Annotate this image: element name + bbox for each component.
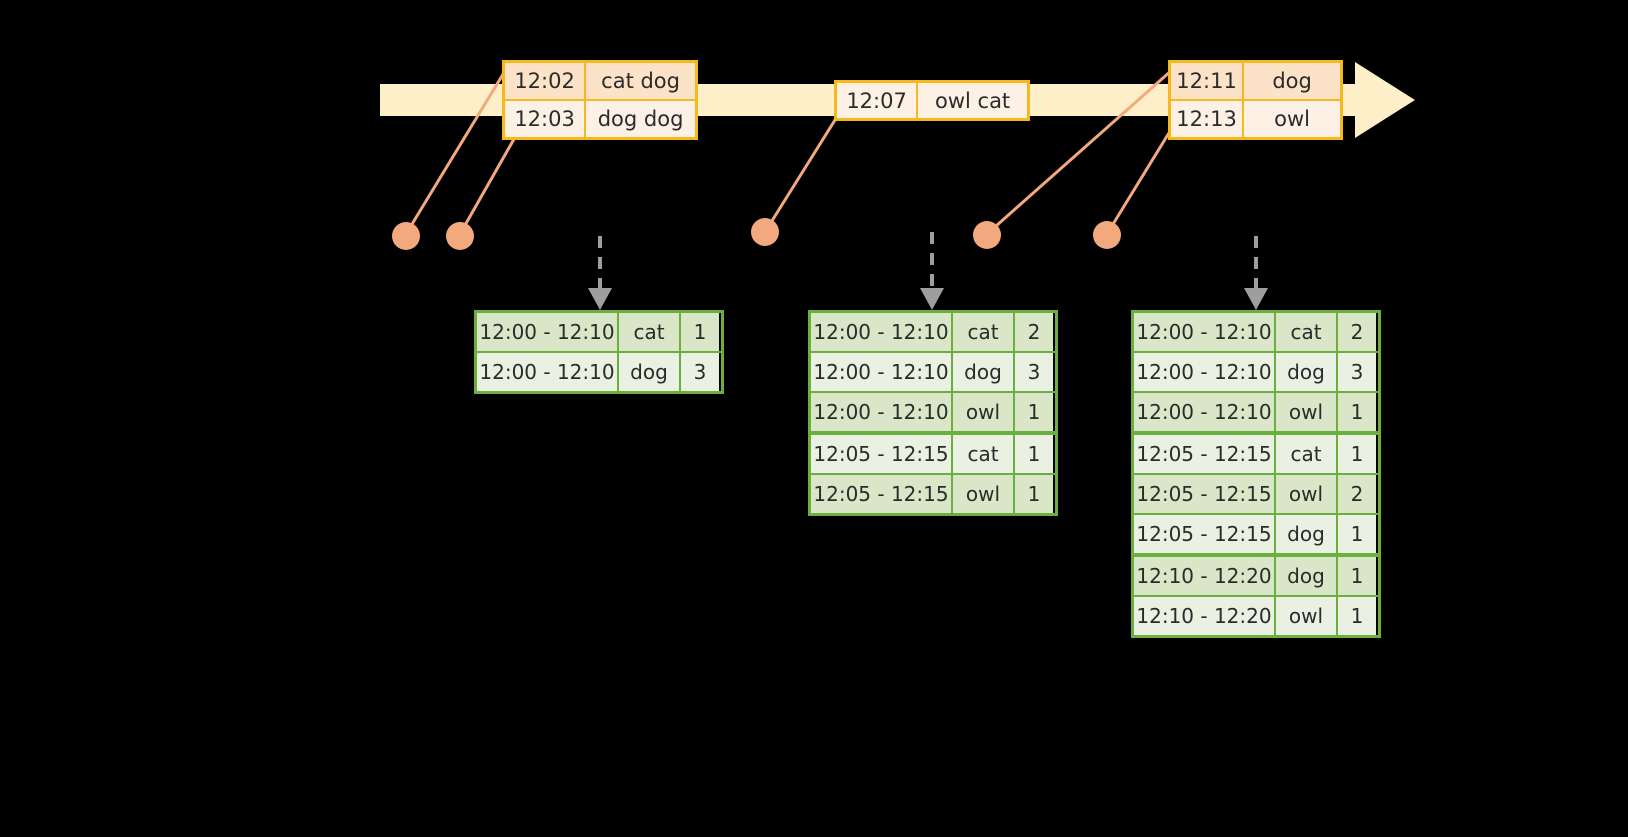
event-row[interactable]: 12:13 owl [1171,99,1340,137]
event-box-group-2[interactable]: 12:07 owl cat [834,80,1030,121]
window-cell: 12:00 - 12:10 [477,353,619,391]
count-cell: 1 [1338,515,1376,553]
table-row[interactable]: 12:10 - 12:20 dog 1 [1134,553,1378,595]
key-cell: cat [953,435,1015,473]
event-time: 12:02 [505,63,587,99]
window-cell: 12:10 - 12:20 [1134,557,1276,595]
table-row[interactable]: 12:00 - 12:10 owl 1 [811,391,1055,431]
count-cell: 1 [681,313,719,351]
window-cell: 12:05 - 12:15 [1134,515,1276,553]
event-row[interactable]: 12:03 dog dog [505,99,695,137]
key-cell: owl [1276,393,1338,431]
table-row[interactable]: 12:05 - 12:15 cat 1 [1134,431,1378,473]
key-cell: owl [953,393,1015,431]
event-row[interactable]: 12:11 dog [1171,63,1340,99]
event-row[interactable]: 12:02 cat dog [505,63,695,99]
window-cell: 12:05 - 12:15 [1134,475,1276,513]
table-row[interactable]: 12:00 - 12:10 dog 3 [1134,351,1378,391]
key-cell: cat [1276,435,1338,473]
event-time: 12:07 [837,83,919,118]
key-cell: dog [1276,353,1338,391]
event-time: 12:11 [1171,63,1245,99]
count-cell: 1 [1015,435,1053,473]
count-cell: 3 [681,353,719,391]
event-time: 12:13 [1171,101,1245,137]
event-words: cat dog [586,63,695,99]
key-cell: cat [1276,313,1338,351]
event-row[interactable]: 12:07 owl cat [837,83,1027,118]
table-row[interactable]: 12:05 - 12:15 owl 1 [811,473,1055,513]
event-words: dog dog [586,101,695,137]
key-cell: owl [953,475,1015,513]
window-cell: 12:00 - 12:10 [811,393,953,431]
key-cell: owl [1276,597,1338,635]
table-row[interactable]: 12:05 - 12:15 dog 1 [1134,513,1378,553]
table-row[interactable]: 12:00 - 12:10 cat 1 [477,313,721,351]
result-table-3[interactable]: 12:00 - 12:10 cat 2 12:00 - 12:10 dog 3 … [1131,310,1381,638]
count-cell: 3 [1015,353,1053,391]
table-row[interactable]: 12:10 - 12:20 owl 1 [1134,595,1378,635]
table-row[interactable]: 12:00 - 12:10 cat 2 [811,313,1055,351]
event-words: owl [1244,101,1340,137]
count-cell: 2 [1338,313,1376,351]
window-cell: 12:00 - 12:10 [1134,393,1276,431]
window-cell: 12:05 - 12:15 [811,475,953,513]
table-row[interactable]: 12:00 - 12:10 dog 3 [477,351,721,391]
key-cell: dog [1276,557,1338,595]
window-cell: 12:00 - 12:10 [1134,353,1276,391]
result-table-2[interactable]: 12:00 - 12:10 cat 2 12:00 - 12:10 dog 3 … [808,310,1058,516]
key-cell: dog [619,353,681,391]
table-row[interactable]: 12:00 - 12:10 owl 1 [1134,391,1378,431]
window-cell: 12:10 - 12:20 [1134,597,1276,635]
key-cell: dog [953,353,1015,391]
count-cell: 1 [1015,393,1053,431]
count-cell: 1 [1015,475,1053,513]
table-row[interactable]: 12:00 - 12:10 dog 3 [811,351,1055,391]
key-cell: cat [953,313,1015,351]
count-cell: 2 [1015,313,1053,351]
result-table-1[interactable]: 12:00 - 12:10 cat 1 12:00 - 12:10 dog 3 [474,310,724,394]
emit-arrowheads [588,288,1268,310]
event-box-group-1[interactable]: 12:02 cat dog 12:03 dog dog [502,60,698,140]
event-markers [392,218,1121,250]
emit-arrows [598,232,1258,288]
event-box-group-3[interactable]: 12:11 dog 12:13 owl [1168,60,1343,140]
count-cell: 1 [1338,557,1376,595]
table-row[interactable]: 12:00 - 12:10 cat 2 [1134,313,1378,351]
window-cell: 12:00 - 12:10 [811,313,953,351]
count-cell: 1 [1338,435,1376,473]
count-cell: 2 [1338,475,1376,513]
window-cell: 12:05 - 12:15 [1134,435,1276,473]
table-row[interactable]: 12:05 - 12:15 owl 2 [1134,473,1378,513]
event-words: owl cat [918,83,1027,118]
window-cell: 12:00 - 12:10 [811,353,953,391]
key-cell: cat [619,313,681,351]
key-cell: owl [1276,475,1338,513]
window-cell: 12:05 - 12:15 [811,435,953,473]
event-words: dog [1244,63,1340,99]
event-time: 12:03 [505,101,587,137]
count-cell: 1 [1338,597,1376,635]
count-cell: 3 [1338,353,1376,391]
table-row[interactable]: 12:05 - 12:15 cat 1 [811,431,1055,473]
key-cell: dog [1276,515,1338,553]
window-cell: 12:00 - 12:10 [1134,313,1276,351]
window-cell: 12:00 - 12:10 [477,313,619,351]
count-cell: 1 [1338,393,1376,431]
